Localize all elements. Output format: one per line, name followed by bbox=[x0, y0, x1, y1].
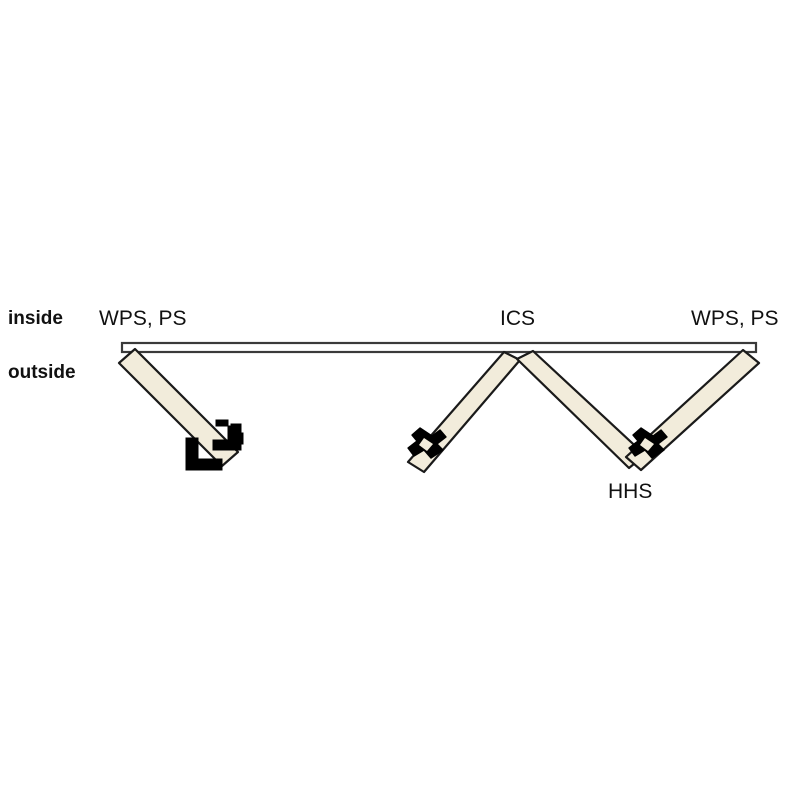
panel-left-wps-ps bbox=[117, 347, 240, 468]
panel-left-body bbox=[117, 347, 240, 468]
label-right-panel-wps-ps: WPS, PS bbox=[691, 307, 779, 330]
bracket-pair-left-panel bbox=[185, 419, 244, 471]
bracket-icon-upper-arm bbox=[212, 423, 242, 451]
label-inside: inside bbox=[8, 308, 63, 329]
panel-center-left-ics bbox=[406, 350, 522, 474]
horizontal-rail bbox=[120, 341, 758, 354]
label-outside: outside bbox=[8, 362, 76, 383]
label-left-panel-wps-ps: WPS, PS bbox=[99, 307, 187, 330]
hinge-icon-right-cutout bbox=[640, 438, 654, 451]
bracket-icon-lower bbox=[185, 437, 223, 471]
label-center-panel-ics: ICS bbox=[500, 307, 535, 330]
hinge-icon-center-left-cutout bbox=[419, 438, 433, 451]
panel-center-left-body bbox=[406, 350, 522, 474]
rail-body bbox=[120, 341, 758, 354]
panel-center-right-body bbox=[515, 349, 647, 470]
hinge-center-left-panel bbox=[407, 427, 447, 459]
hinge-right-panel bbox=[628, 427, 668, 459]
panel-center-right-ics bbox=[515, 349, 647, 470]
label-hardware-hhs: HHS bbox=[608, 480, 652, 503]
